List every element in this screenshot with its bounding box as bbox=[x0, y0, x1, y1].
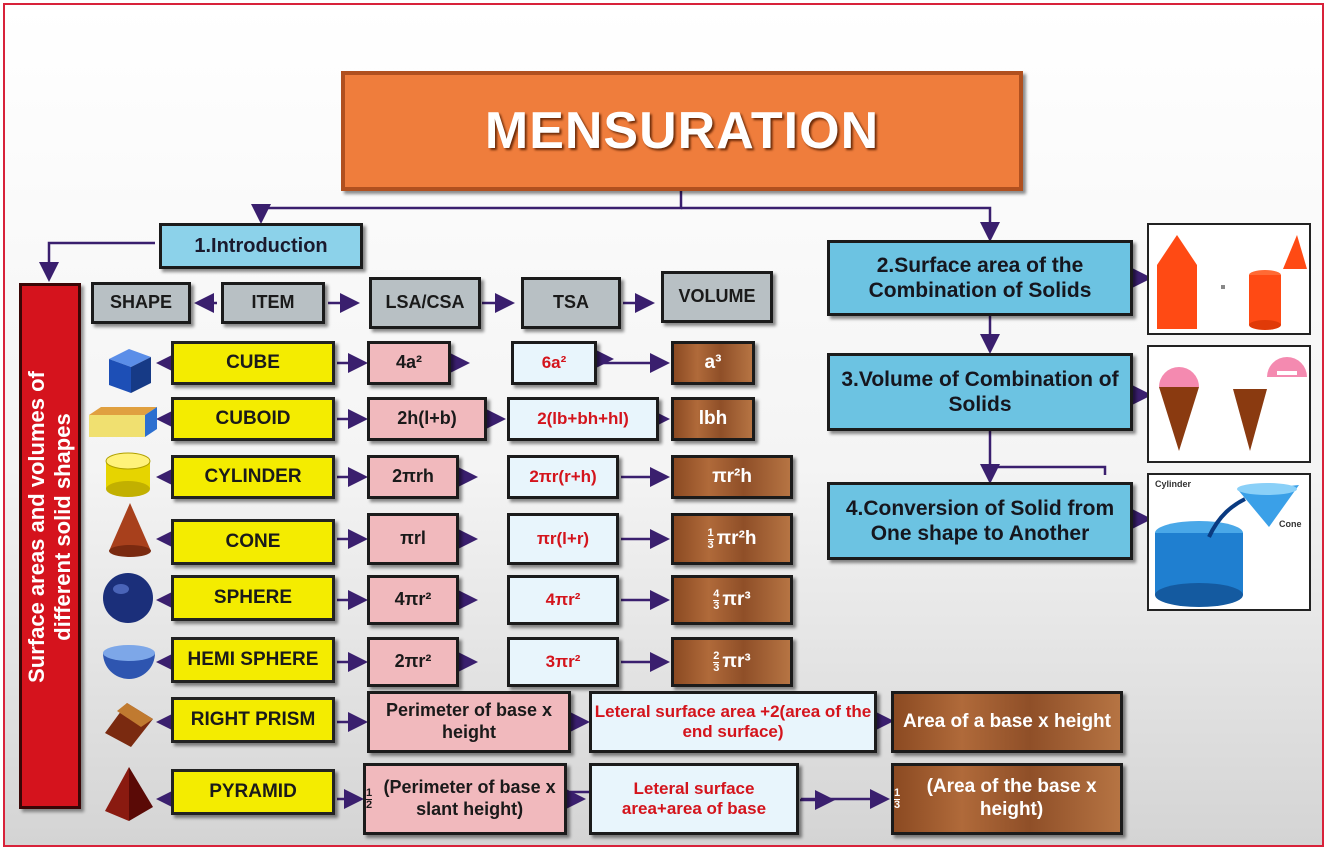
item-cube-text: CUBE bbox=[226, 351, 280, 373]
tsa-cylinder: 2πr(r+h) bbox=[507, 455, 619, 499]
tsa-pyramid: Leteral surface area+area of base bbox=[589, 763, 799, 835]
volume-right-prism: Area of a base x height bbox=[891, 691, 1123, 753]
cube-icon bbox=[101, 341, 157, 402]
pyramid-icon bbox=[101, 765, 157, 828]
lsa-sphere-text: 4πr² bbox=[394, 589, 432, 610]
tsa-cuboid-text: 2(lb+bh+hl) bbox=[537, 408, 629, 428]
cuboid-icon bbox=[87, 403, 163, 448]
volume-right-prism-text: Area of a base x height bbox=[902, 710, 1111, 732]
lsa-hemi-sphere-text: 2πr² bbox=[394, 651, 432, 672]
item-hemi-sphere-text: HEMI SPHERE bbox=[187, 648, 319, 670]
volume-sphere-text: πr³ bbox=[722, 588, 751, 610]
volume-cylinder-text: πr²h bbox=[712, 465, 752, 487]
section-volume-combination: 3.Volume of Combination of Solids bbox=[827, 353, 1133, 431]
connector-lines bbox=[39, 190, 1152, 810]
item-right-prism-text: RIGHT PRISM bbox=[190, 708, 316, 730]
side-band bbox=[19, 283, 81, 809]
item-hemi-sphere: HEMI SPHERE bbox=[171, 637, 335, 683]
header-item: ITEM bbox=[221, 282, 325, 324]
tsa-cube: 6a² bbox=[511, 341, 597, 385]
item-pyramid-text: PYRAMID bbox=[209, 780, 297, 802]
item-cylinder: CYLINDER bbox=[171, 455, 335, 499]
tsa-cuboid: 2(lb+bh+hl) bbox=[507, 397, 659, 441]
item-right-prism: RIGHT PRISM bbox=[171, 697, 335, 743]
lsa-cone: πrl bbox=[367, 513, 459, 565]
volume-hemi-sphere-text: πr³ bbox=[722, 650, 751, 672]
tsa-hemi-sphere: 3πr² bbox=[507, 637, 619, 687]
side-label-line1: Surface areas and volumes of bbox=[24, 371, 49, 683]
page-title: MENSURATION bbox=[341, 71, 1023, 191]
lsa-cube: 4a² bbox=[367, 341, 451, 385]
tsa-cone-text: πr(l+r) bbox=[536, 528, 590, 548]
tsa-sphere-text: 4πr² bbox=[545, 589, 581, 609]
volume-cylinder: πr²h bbox=[671, 455, 793, 499]
tsa-hemi-sphere-text: 3πr² bbox=[545, 651, 581, 671]
lsa-cylinder: 2πrh bbox=[367, 455, 459, 499]
volume-cuboid: lbh bbox=[671, 397, 755, 441]
lsa-cuboid-text: 2h(l+b) bbox=[397, 408, 457, 429]
item-cube: CUBE bbox=[171, 341, 335, 385]
lsa-cone-text: πrl bbox=[400, 528, 426, 549]
lsa-cube-text: 4a² bbox=[395, 352, 422, 373]
side-label-line2: different solid shapes bbox=[50, 413, 75, 641]
conversion-image: Cylinder Cone bbox=[1147, 473, 1311, 611]
item-sphere: SPHERE bbox=[171, 575, 335, 621]
cylinder-label: Cylinder bbox=[1155, 479, 1192, 489]
cone-label: Cone bbox=[1279, 519, 1302, 529]
lsa-sphere: 4πr² bbox=[367, 575, 459, 625]
item-pyramid: PYRAMID bbox=[171, 769, 335, 815]
volume-cube: a³ bbox=[671, 341, 755, 385]
tsa-cone: πr(l+r) bbox=[507, 513, 619, 565]
item-cylinder-text: CYLINDER bbox=[204, 465, 302, 487]
header-shape: SHAPE bbox=[91, 282, 191, 324]
lsa-cylinder-text: 2πrh bbox=[392, 466, 434, 487]
item-cone: CONE bbox=[171, 519, 335, 565]
volume-cuboid-text: lbh bbox=[698, 407, 728, 429]
header-tsa: TSA bbox=[521, 277, 621, 329]
item-sphere-text: SPHERE bbox=[213, 586, 293, 608]
lsa-pyramid-text: (Perimeter of base x slant height) bbox=[383, 777, 556, 819]
side-label: Surface areas and volumes of different s… bbox=[22, 267, 78, 787]
header-volume: VOLUME bbox=[661, 271, 773, 323]
combination-solids-image bbox=[1147, 223, 1311, 335]
sphere-icon bbox=[101, 571, 155, 630]
volume-cube-text: a³ bbox=[704, 351, 722, 373]
item-cuboid: CUBOID bbox=[171, 397, 335, 441]
tsa-right-prism-text: Leteral surface area +2(area of the end … bbox=[594, 701, 872, 741]
section-surface-area-combination: 2.Surface area of the Combination of Sol… bbox=[827, 240, 1133, 316]
cylinder-icon bbox=[101, 451, 155, 504]
volume-cone-text: πr²h bbox=[716, 527, 757, 549]
tsa-right-prism: Leteral surface area +2(area of the end … bbox=[589, 691, 877, 753]
lsa-right-prism: Perimeter of base x height bbox=[367, 691, 571, 753]
volume-pyramid-text: (Area of the base x height) bbox=[926, 776, 1097, 820]
tsa-cylinder-text: 2πr(r+h) bbox=[529, 466, 597, 486]
tsa-pyramid-text: Leteral surface area+area of base bbox=[621, 778, 767, 818]
ice-cream-cone-image bbox=[1147, 345, 1311, 463]
header-lsa-csa: LSA/CSA bbox=[369, 277, 481, 329]
prism-icon bbox=[101, 697, 157, 754]
lsa-cuboid: 2h(l+b) bbox=[367, 397, 487, 441]
tsa-sphere: 4πr² bbox=[507, 575, 619, 625]
section-conversion: 4.Conversion of Solid from One shape to … bbox=[827, 482, 1133, 560]
mind-map-canvas: MENSURATION 1.Introduction 2.Surface are… bbox=[3, 3, 1324, 847]
hemisphere-icon bbox=[99, 641, 159, 686]
lsa-hemi-sphere: 2πr² bbox=[367, 637, 459, 687]
lsa-right-prism-text: Perimeter of base x height bbox=[385, 700, 553, 742]
item-cone-text: CONE bbox=[225, 530, 281, 552]
item-cuboid-text: CUBOID bbox=[215, 407, 291, 429]
tsa-cube-text: 6a² bbox=[541, 352, 567, 372]
section-introduction: 1.Introduction bbox=[159, 223, 363, 269]
cone-icon bbox=[105, 499, 155, 564]
